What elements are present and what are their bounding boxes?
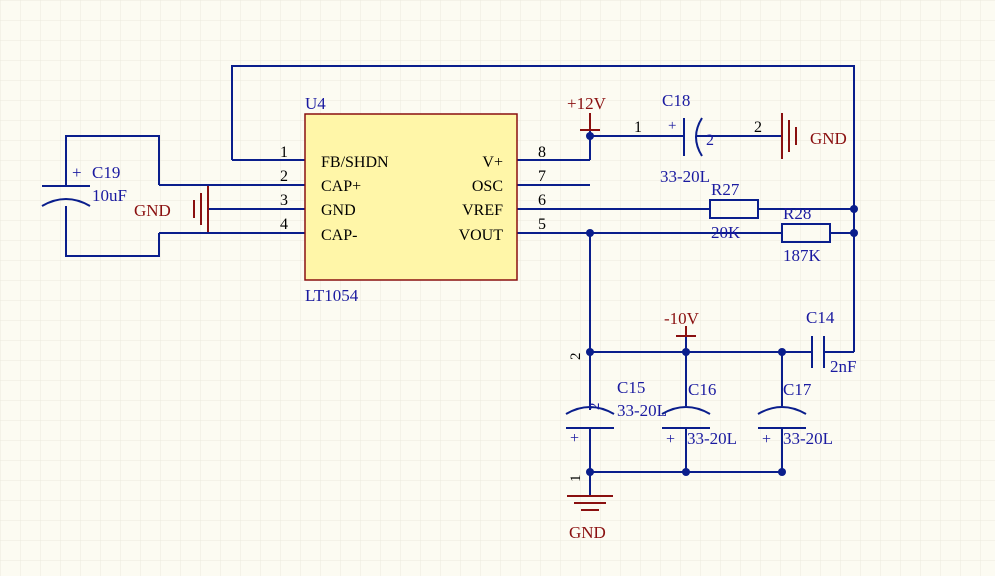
pin-name-vplus: V+ [482,154,503,171]
c16-plate-curved [661,406,711,415]
pin-number-5: 5 [538,216,546,233]
c18-pin1: 1 [634,119,642,136]
c16-plus: + [666,431,675,448]
pin-number-8: 8 [538,144,546,161]
gnd-symbol-right[interactable]: GND [781,113,847,159]
ic-part-number: LT1054 [305,286,359,305]
c15-designator: C15 [617,378,645,397]
capacitor-c19[interactable]: + C19 10uF [41,163,127,207]
ic-designator: U4 [305,94,326,113]
pin-number-7: 7 [538,168,546,185]
pin-number-1: 1 [280,144,288,161]
c18-pin-num: 2 [706,132,714,149]
r28-body[interactable] [781,223,831,243]
pin-name-cap-plus: CAP+ [321,178,361,195]
c15-plus: + [570,430,579,447]
gnd-bottom-label: GND [569,523,606,542]
pin-name-vout: VOUT [459,227,504,244]
gnd-right-label: GND [810,129,847,148]
power-vplus[interactable]: +12V [567,94,607,131]
wire-c19-top[interactable] [65,135,160,186]
r27-value: 20K [711,223,741,242]
junction-dot [586,468,594,476]
c17-plus: + [762,431,771,448]
c17-plate-curved [757,406,807,415]
c14-value: 2nF [830,357,856,376]
pin-name-vref: VREF [462,202,503,219]
junction-dot [586,348,594,356]
c15-pin2: 2 [568,353,584,361]
c18-plus: + [668,118,676,134]
resistor-r27[interactable]: R27 20K [709,180,759,242]
c19-plus: + [72,163,82,182]
gnd-symbol-bottom[interactable]: GND [567,495,613,542]
c18-lead2: 2 [754,119,762,136]
c19-designator: C19 [92,163,120,182]
c15-value: 33-20L [617,401,667,420]
wire-c19-bottom[interactable] [65,206,160,257]
junction-dot [850,205,858,213]
c16-designator: C16 [688,380,716,399]
c17-designator: C17 [783,380,812,399]
c14-designator: C14 [806,308,835,327]
capacitor-c16[interactable]: C16 + 33-20L [661,380,737,448]
junction-dot [778,468,786,476]
pin-name-fb-shdn: FB/SHDN [321,154,389,171]
r27-body[interactable] [709,199,759,219]
gnd-left-label: GND [134,201,171,220]
capacitor-c18[interactable]: C18 1 + 2 2 33-20L [634,91,762,186]
capacitor-c14[interactable]: C14 2nF [806,308,856,376]
junction-dot [682,348,690,356]
junction-dot [850,229,858,237]
power-vminus[interactable]: -10V [664,309,700,337]
junction-dot [586,132,594,140]
gnd-symbol-left[interactable]: GND [134,186,209,232]
r28-designator: R28 [783,204,811,223]
ic-body[interactable] [304,113,518,281]
vminus-label: -10V [664,309,700,328]
c15-lead2: 2 [587,403,603,411]
pin-name-gnd: GND [321,202,356,219]
capacitor-c15[interactable]: 2 2 + 1 C15 33-20L [565,353,667,483]
vplus-label: +12V [567,94,607,113]
ic-u4[interactable]: U4 LT1054 1 2 3 4 FB/SHDN CAP+ GND CAP- … [280,94,546,305]
c18-designator: C18 [662,91,690,110]
r27-designator: R27 [711,180,740,199]
pin-name-osc: OSC [472,178,503,195]
c18-plate-curved [695,117,703,157]
junction-dot [682,468,690,476]
pin-number-6: 6 [538,192,546,209]
pin-number-4: 4 [280,216,288,233]
pin-number-3: 3 [280,192,288,209]
c15-plate-curved [565,406,615,415]
c19-value: 10uF [92,186,127,205]
c18-value: 33-20L [660,167,710,186]
c17-value: 33-20L [783,429,833,448]
c19-plate-curved [41,198,91,207]
c16-value: 33-20L [687,429,737,448]
junction-dot [586,229,594,237]
r28-value: 187K [783,246,822,265]
c15-pin1: 1 [568,475,584,483]
junctions [586,132,858,476]
pin-number-2: 2 [280,168,288,185]
resistor-r28[interactable]: R28 187K [781,204,831,265]
capacitor-c17[interactable]: C17 + 33-20L [757,380,833,448]
pin-name-cap-minus: CAP- [321,227,357,244]
junction-dot [778,348,786,356]
